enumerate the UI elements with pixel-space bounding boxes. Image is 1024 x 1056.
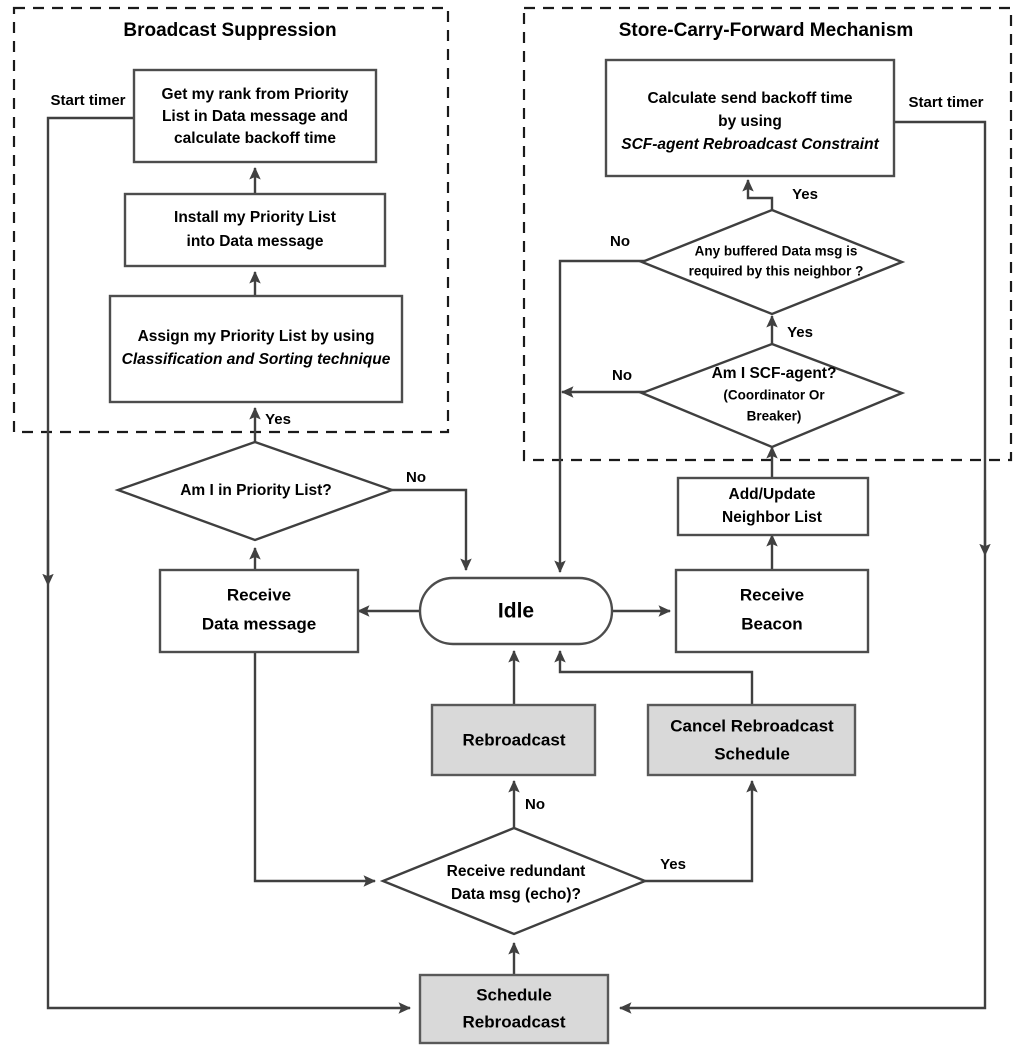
edge-cancel-to-idle (554, 650, 754, 705)
edge-label-no-priority-list: No (406, 469, 426, 486)
edge-priority-no-to-idle (390, 488, 472, 571)
group-title-broadcast-suppression: Broadcast Suppression (123, 20, 336, 41)
node-receive-redundant-echo: Receive redundant Data msg (echo)? (379, 826, 649, 936)
node-add-update-neighbor-list: Add/Update Neighbor List (676, 476, 870, 537)
node-receive-redundant-echo-line1: Receive redundant (447, 863, 586, 880)
node-assign-priority-list-line1: Assign my Priority List by using (138, 328, 375, 345)
node-install-priority-list-line1: Install my Priority List (174, 209, 336, 226)
node-cancel-rebroadcast-schedule-line1: Cancel Rebroadcast (670, 716, 834, 735)
node-any-buffered-data-msg: Any buffered Data msg is required by thi… (638, 208, 906, 316)
node-receive-redundant-echo-line2: Data msg (echo)? (451, 886, 581, 903)
edge-buffered-yes-to-calculate (742, 179, 774, 210)
node-calculate-send-backoff-line1: Calculate send backoff time (647, 90, 852, 107)
node-get-my-rank: Get my rank from Priority List in Data m… (132, 68, 378, 164)
node-am-i-scf-agent-line2: (Coordinator Or (723, 388, 825, 403)
node-cancel-rebroadcast-schedule-line2: Schedule (714, 744, 790, 763)
group-box-broadcast-suppression (12, 6, 450, 434)
node-calculate-send-backoff: Calculate send backoff time by using SCF… (604, 58, 896, 178)
node-receive-beacon-line2: Beacon (741, 614, 802, 633)
node-idle: Idle (418, 576, 614, 646)
node-rebroadcast: Rebroadcast (430, 703, 597, 777)
node-add-update-neighbor-list-line1: Add/Update (729, 486, 816, 503)
edge-label-yes-scf-agent: Yes (787, 324, 813, 341)
group-box-store-carry-forward (522, 6, 1013, 462)
node-add-update-neighbor-list-line2: Neighbor List (722, 509, 822, 526)
edge-buffered-no-to-idle (554, 259, 650, 573)
node-install-priority-list-line2: into Data message (187, 233, 324, 250)
node-schedule-rebroadcast-line2: Rebroadcast (463, 1012, 566, 1031)
node-receive-beacon-line1: Receive (740, 585, 804, 604)
node-am-i-in-priority-list: Am I in Priority List? (114, 440, 396, 542)
node-calculate-send-backoff-line2: by using (718, 113, 782, 130)
node-install-priority-list: Install my Priority List into Data messa… (123, 192, 387, 268)
node-receive-data-message: Receive Data message (158, 568, 360, 654)
edge-label-start-timer-right: Start timer (908, 94, 983, 111)
node-am-i-scf-agent-line3: Breaker) (747, 409, 802, 424)
node-rebroadcast-label: Rebroadcast (463, 730, 566, 749)
edge-start-timer-right (619, 120, 987, 1014)
node-idle-label: Idle (498, 600, 534, 623)
node-am-i-scf-agent-line1: Am I SCF-agent? (712, 365, 837, 382)
node-calculate-send-backoff-line3: SCF-agent Rebroadcast Constraint (621, 136, 879, 153)
node-assign-priority-list-line2: Classification and Sorting technique (122, 351, 391, 368)
edge-label-no-echo: No (525, 796, 545, 813)
node-receive-data-message-line1: Receive (227, 585, 291, 604)
node-am-i-scf-agent: Am I SCF-agent? (Coordinator Or Breaker) (638, 342, 906, 449)
node-receive-beacon: Receive Beacon (674, 568, 870, 654)
edge-label-start-timer-left: Start timer (50, 92, 125, 109)
node-get-my-rank-line3: calculate backoff time (174, 130, 336, 147)
node-cancel-rebroadcast-schedule: Cancel Rebroadcast Schedule (646, 703, 857, 777)
edge-label-yes-echo: Yes (660, 856, 686, 873)
edge-receivedata-to-echo (253, 652, 376, 887)
edge-label-no-buffered: No (610, 233, 630, 250)
edge-label-yes-priority-list: Yes (265, 411, 291, 428)
node-assign-priority-list: Assign my Priority List by using Classif… (108, 294, 404, 404)
edge-label-no-scf-agent: No (612, 367, 632, 384)
node-schedule-rebroadcast-line1: Schedule (476, 985, 552, 1004)
node-get-my-rank-line1: Get my rank from Priority (162, 86, 349, 103)
edge-label-yes-buffered: Yes (792, 186, 818, 203)
node-am-i-in-priority-list-label: Am I in Priority List? (180, 482, 332, 499)
group-title-store-carry-forward: Store-Carry-Forward Mechanism (619, 20, 914, 41)
node-any-buffered-data-msg-line1: Any buffered Data msg is (695, 244, 858, 259)
node-schedule-rebroadcast: Schedule Rebroadcast (418, 973, 610, 1045)
node-any-buffered-data-msg-line2: required by this neighbor ? (689, 264, 864, 279)
node-get-my-rank-line2: List in Data message and (162, 108, 348, 125)
node-receive-data-message-line2: Data message (202, 614, 316, 633)
edge-echo-yes-to-cancel (645, 780, 758, 883)
